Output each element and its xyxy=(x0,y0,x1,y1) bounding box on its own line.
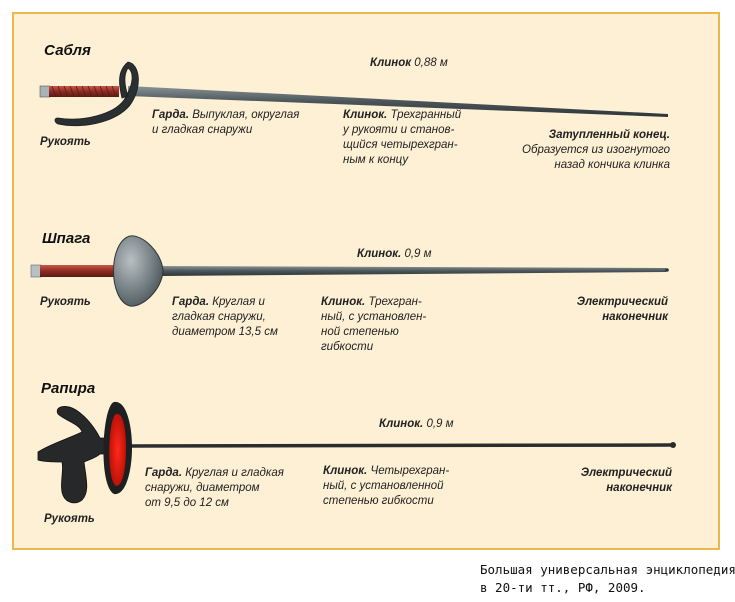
foil-blade-length-value: 0,9 м xyxy=(426,418,454,430)
epee-bell-guard xyxy=(113,235,164,307)
sabre-guard-label: Гарда. Выпуклая, округлая и гладкая снар… xyxy=(152,108,299,138)
source-caption: Большая универсальная энциклопедия, в 20… xyxy=(480,561,735,597)
sabre-tip-line-2: назад кончика клинка xyxy=(554,159,670,171)
epee-blade-length: Клинок. 0,9 м xyxy=(357,247,432,262)
sabre-drawing xyxy=(39,61,668,127)
sabre-blade-line-4: ным к концу xyxy=(343,154,409,166)
foil-title: Рапира xyxy=(41,380,96,397)
foil-blade-line-1: Четырехгран- xyxy=(370,465,450,477)
foil-tip xyxy=(670,442,676,448)
foil-tip-line-1: Электрический xyxy=(580,467,672,479)
source-caption-line-1: Большая универсальная энциклопедия, xyxy=(480,562,735,577)
sabre-blade-length-value: 0,88 м xyxy=(414,57,448,69)
foil-blade-head: Клинок. xyxy=(323,465,368,477)
epee-tip-line-2: наконечник xyxy=(602,311,668,323)
epee-blade-length-head: Клинок. xyxy=(357,248,402,260)
source-caption-line-2: в 20-ти тт., РФ, 2009. xyxy=(480,580,646,595)
epee-blade-line-1: Трехгран- xyxy=(368,296,422,308)
epee-pommel xyxy=(30,264,42,278)
sabre-blade-label: Клинок. Трехгранный у рукояти и станов- … xyxy=(343,108,461,168)
foil-blade-length: Клинок. 0,9 м xyxy=(379,417,454,432)
sabre-blade-length-head: Клинок xyxy=(370,57,412,69)
sabre-tip-label: Затупленный конец. Образуется из изогнут… xyxy=(500,128,670,173)
epee-blade-line-2: ный, с установлен- xyxy=(321,311,427,323)
foil-guard-label: Гарда. Круглая и гладкая снаружи, диамет… xyxy=(145,466,284,511)
epee-blade-length-value: 0,9 м xyxy=(404,248,432,260)
epee-blade-line-3: ной степенью xyxy=(321,326,399,338)
sabre-blade-length: Клинок 0,88 м xyxy=(370,56,448,71)
epee-guard-line-3: диаметром 13,5 см xyxy=(172,326,278,338)
epee-guard-label: Гарда. Круглая и гладкая снаружи, диамет… xyxy=(172,295,278,340)
epee-title: Шпага xyxy=(42,230,91,247)
sabre-handle-label: Рукоять xyxy=(40,136,91,148)
sabre-blade-line-2: у рукояти и станов- xyxy=(343,124,455,136)
epee-guard-line-1: Круглая и xyxy=(212,296,265,308)
epee-blade-head: Клинок. xyxy=(321,296,366,308)
sabre-blade xyxy=(128,86,668,117)
foil-tip-line-2: наконечник xyxy=(606,482,672,494)
foil-blade-label: Клинок. Четырехгран- ный, с установленно… xyxy=(323,464,449,509)
epee-blade-line-4: гибкости xyxy=(321,341,374,353)
sabre-guard-line-2: и гладкая снаружи xyxy=(152,124,253,136)
sabre-tip-line-1: Образуется из изогнутого xyxy=(522,144,670,156)
epee-blade-label: Клинок. Трехгран- ный, с установлен- ной… xyxy=(321,295,426,355)
epee-blade xyxy=(160,266,666,276)
sabre-tip-head: Затупленный конец. xyxy=(548,129,670,141)
sabre-handle-pommel xyxy=(39,85,51,98)
foil-tip-label: Электрический наконечник xyxy=(540,466,672,496)
sabre-guard xyxy=(54,61,139,127)
epee-tip-line-1: Электрический xyxy=(576,296,668,308)
foil-blade xyxy=(123,443,673,448)
foil-handle xyxy=(37,406,119,504)
foil-guard-line-1: Круглая и гладкая xyxy=(185,467,284,479)
sabre-guard-head: Гарда. xyxy=(152,109,190,121)
sabre-title: Сабля xyxy=(44,42,91,59)
epee-guard-line-2: гладкая снаружи, xyxy=(172,311,266,323)
foil-blade-length-head: Клинок. xyxy=(379,418,424,430)
sabre-blade-line-3: щийся четырехгран- xyxy=(343,139,458,151)
epee-tip-label: Электрический наконечник xyxy=(540,295,668,325)
foil-drawing xyxy=(37,401,676,504)
foil-guard-line-2: снаружи, диаметром xyxy=(145,482,260,494)
sabre-blade-head: Клинок. xyxy=(343,109,388,121)
sabre-grip-wrap xyxy=(51,85,117,98)
foil-blade-line-2: ный, с установленной xyxy=(323,480,444,492)
foil-guard-head: Гарда. xyxy=(145,467,183,479)
epee-handle-label: Рукоять xyxy=(40,296,91,308)
epee-grip xyxy=(40,265,122,277)
sabre-guard-line-1: Выпуклая, округлая xyxy=(192,109,300,121)
epee-drawing xyxy=(30,235,669,307)
foil-blade-line-3: степенью гибкости xyxy=(323,495,434,507)
foil-handle-label: Рукоять xyxy=(44,513,95,525)
foil-guard-line-3: от 9,5 до 12 см xyxy=(145,497,229,509)
epee-tip xyxy=(665,268,669,272)
sabre-blade-line-1: Трехгранный xyxy=(390,109,462,121)
epee-guard-head: Гарда. xyxy=(172,296,210,308)
foil-guard-inner xyxy=(109,413,126,486)
